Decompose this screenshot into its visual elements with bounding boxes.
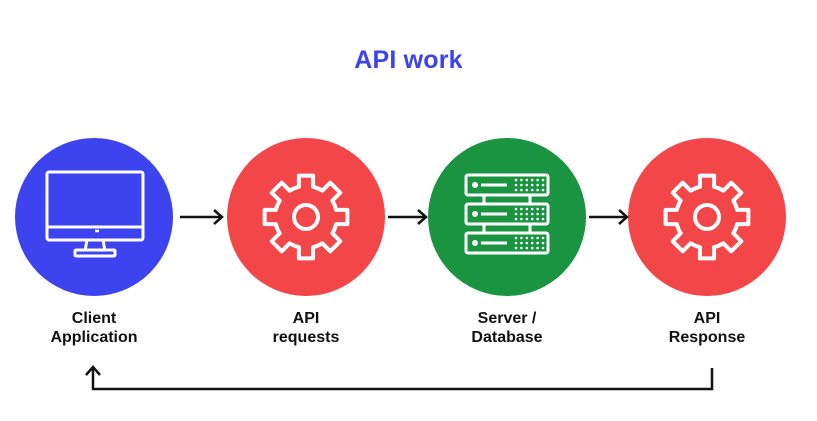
client-label-line2: Application xyxy=(50,329,138,346)
client-label-line1: Client xyxy=(71,310,117,327)
client-node xyxy=(15,138,173,296)
server-label-line2: Database xyxy=(471,329,543,346)
arrow-client-to-requests xyxy=(180,209,224,225)
gear-icon xyxy=(663,173,751,261)
api-requests-label-line1: API xyxy=(292,310,320,327)
server-node xyxy=(428,138,586,296)
arrow-server-to-response xyxy=(589,209,629,225)
api-response-label-line1: API xyxy=(693,310,721,327)
api-response-label-line2: Response xyxy=(668,329,746,346)
server-icon xyxy=(464,173,550,255)
client-label: Client Application xyxy=(9,309,179,347)
server-label-line1: Server / xyxy=(477,310,537,327)
api-response-node xyxy=(628,138,786,296)
api-requests-label-line2: requests xyxy=(272,329,340,346)
api-requests-label: API requests xyxy=(221,309,391,347)
server-label: Server / Database xyxy=(422,309,592,347)
api-response-label: API Response xyxy=(622,309,792,347)
arrow-requests-to-server xyxy=(388,209,428,225)
gear-icon xyxy=(262,173,350,261)
api-requests-node xyxy=(227,138,385,296)
diagram-title: API work xyxy=(354,46,463,74)
monitor-icon xyxy=(45,170,145,258)
